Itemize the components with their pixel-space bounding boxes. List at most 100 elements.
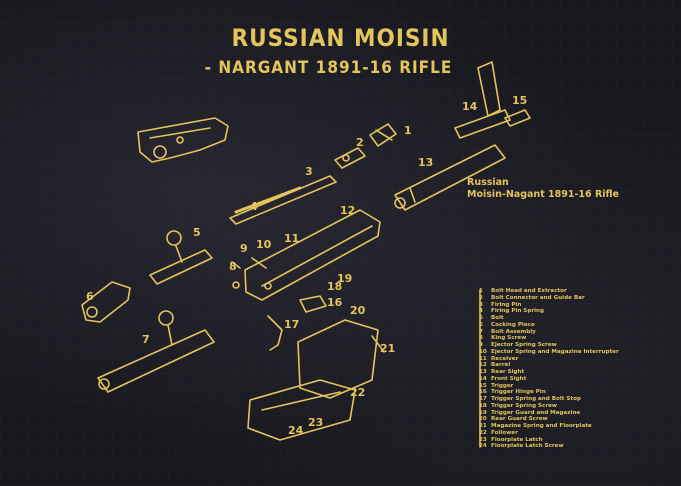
part-receiver xyxy=(244,209,381,301)
legend-item-text: Rear Guard Screw xyxy=(491,416,548,423)
legend-item-number: 22 xyxy=(479,429,487,436)
callout-10: 10 xyxy=(256,238,272,251)
legend-item-number: 1 xyxy=(479,288,483,294)
rifle-caption: Russian Moisin-Nagant 1891-16 Rifle xyxy=(467,177,619,201)
callout-23: 23 xyxy=(308,416,323,429)
legend-item: 12 Barrel xyxy=(479,362,669,369)
legend-item-text: Bolt Head and Extractor xyxy=(491,288,567,294)
callout-13: 13 xyxy=(418,156,433,169)
legend-item: 5 Bolt xyxy=(479,315,669,322)
part-receiver-top xyxy=(137,117,229,163)
legend-item-number: 9 xyxy=(479,342,483,348)
legend-item-number: 12 xyxy=(479,362,487,369)
legend-item-text: Rear Sight xyxy=(491,369,525,375)
legend-item: 8 King Screw xyxy=(479,335,669,342)
callout-5: 5 xyxy=(193,226,201,239)
legend-item-text: Trigger Guard and Magazine xyxy=(491,409,581,416)
part-screws xyxy=(231,257,267,289)
callout-22: 22 xyxy=(350,386,365,399)
callout-14: 14 xyxy=(462,100,478,113)
legend-item: 13 Rear Sight xyxy=(479,369,669,376)
callout-11: 11 xyxy=(284,232,299,245)
callout-2: 2 xyxy=(356,136,364,149)
legend-item: 1 Bolt Head and Extractor xyxy=(479,288,669,295)
legend-item-number: 20 xyxy=(479,416,487,423)
legend-item: 11 Receiver xyxy=(479,356,669,363)
legend-item-number: 3 xyxy=(479,301,483,308)
legend-item-text: Barrel xyxy=(491,362,511,369)
legend-item-text: Firing Pin Spring xyxy=(491,308,544,315)
part-barrel xyxy=(394,144,506,211)
legend-item-text: Follower xyxy=(491,429,518,436)
parts-legend: 1 Bolt Head and Extractor 2 Bolt Connector … xyxy=(479,288,669,450)
legend-item-number: 24 xyxy=(479,443,487,450)
part-connector xyxy=(334,147,366,169)
legend-item-text: Trigger xyxy=(491,382,514,389)
legend-item: 19 Trigger Guard and Magazine xyxy=(479,410,669,417)
legend-item: 2 Bolt Connector and Guide Bar xyxy=(479,295,669,302)
legend-item-text: Front Sight xyxy=(491,375,527,382)
legend-item-number: 8 xyxy=(479,335,483,342)
legend-item: 16 Trigger Hinge Pin xyxy=(479,389,669,396)
legend-item-text: Bolt Assembly xyxy=(491,328,536,335)
legend-item-text: King Screw xyxy=(491,335,527,342)
legend-item-text: Floorplate Latch Screw xyxy=(491,443,564,450)
caption-line-2: Moisin-Nagant 1891-16 Rifle xyxy=(467,189,620,200)
legend-item-number: 14 xyxy=(479,375,487,382)
page-subtitle: - NARGANT 1891-16 RIFLE xyxy=(204,58,453,78)
legend-item-text: Trigger Spring and Bolt Stop xyxy=(491,396,581,402)
legend-item-number: 7 xyxy=(479,328,483,335)
legend-item-number: 11 xyxy=(479,355,487,362)
legend-item-number: 19 xyxy=(479,409,487,416)
legend-item: 22 Follower xyxy=(479,430,669,437)
legend-item-text: Trigger Spring Screw xyxy=(491,402,558,409)
legend-item-text: Bolt Connector and Guide Bar xyxy=(491,294,585,301)
callout-8: 8 xyxy=(229,260,237,273)
legend-item-number: 4 xyxy=(479,308,483,315)
legend-item: 14 Front Sight xyxy=(479,376,669,383)
legend-item-number: 6 xyxy=(479,321,483,328)
legend-item-number: 16 xyxy=(479,389,487,396)
legend-item-text: Bolt xyxy=(491,315,504,321)
caption-line-1: Russian xyxy=(467,177,509,188)
legend-item-text: Receiver xyxy=(491,355,519,362)
legend-item-text: Ejector Spring Screw xyxy=(491,342,557,348)
callout-1: 1 xyxy=(404,124,412,137)
part-bolt-head xyxy=(369,123,397,147)
legend-item: 24 Floorplate Latch Screw xyxy=(479,443,669,450)
legend-item-number: 17 xyxy=(479,396,487,402)
callout-9: 9 xyxy=(240,242,248,255)
legend-item-number: 2 xyxy=(479,294,483,301)
callout-4: 4 xyxy=(250,200,258,213)
callout-24: 24 xyxy=(288,424,304,437)
callout-20: 20 xyxy=(350,304,366,317)
page-title: RUSSIAN MOISIN xyxy=(231,24,450,52)
callout-17: 17 xyxy=(284,318,299,331)
legend-item-number: 23 xyxy=(479,436,487,443)
legend-item: 4 Firing Pin Spring xyxy=(479,308,669,315)
part-firing-pin-spring xyxy=(234,186,302,214)
part-trigger-guard-magazine xyxy=(247,319,385,441)
callout-15: 15 xyxy=(512,94,527,107)
callout-19: 19 xyxy=(337,272,352,285)
legend-item-text: Magazine Spring and Floorplate xyxy=(491,423,592,429)
legend-item-number: 15 xyxy=(479,382,487,389)
legend-item: 7 Bolt Assembly xyxy=(479,329,669,336)
legend-item-number: 13 xyxy=(479,369,487,375)
legend-item-text: Cocking Piece xyxy=(491,321,535,328)
callout-3: 3 xyxy=(305,165,313,178)
legend-item-number: 5 xyxy=(479,315,483,321)
legend-item: 20 Rear Guard Screw xyxy=(479,416,669,423)
callout-18: 18 xyxy=(327,280,342,293)
legend-item: 6 Cocking Piece xyxy=(479,322,669,329)
legend-item-text: Trigger Hinge Pin xyxy=(491,389,546,396)
callout-16: 16 xyxy=(327,296,343,309)
legend-item-number: 10 xyxy=(479,348,487,355)
legend-item-text: Ejector Spring and Magazine Interrupter xyxy=(491,348,619,355)
